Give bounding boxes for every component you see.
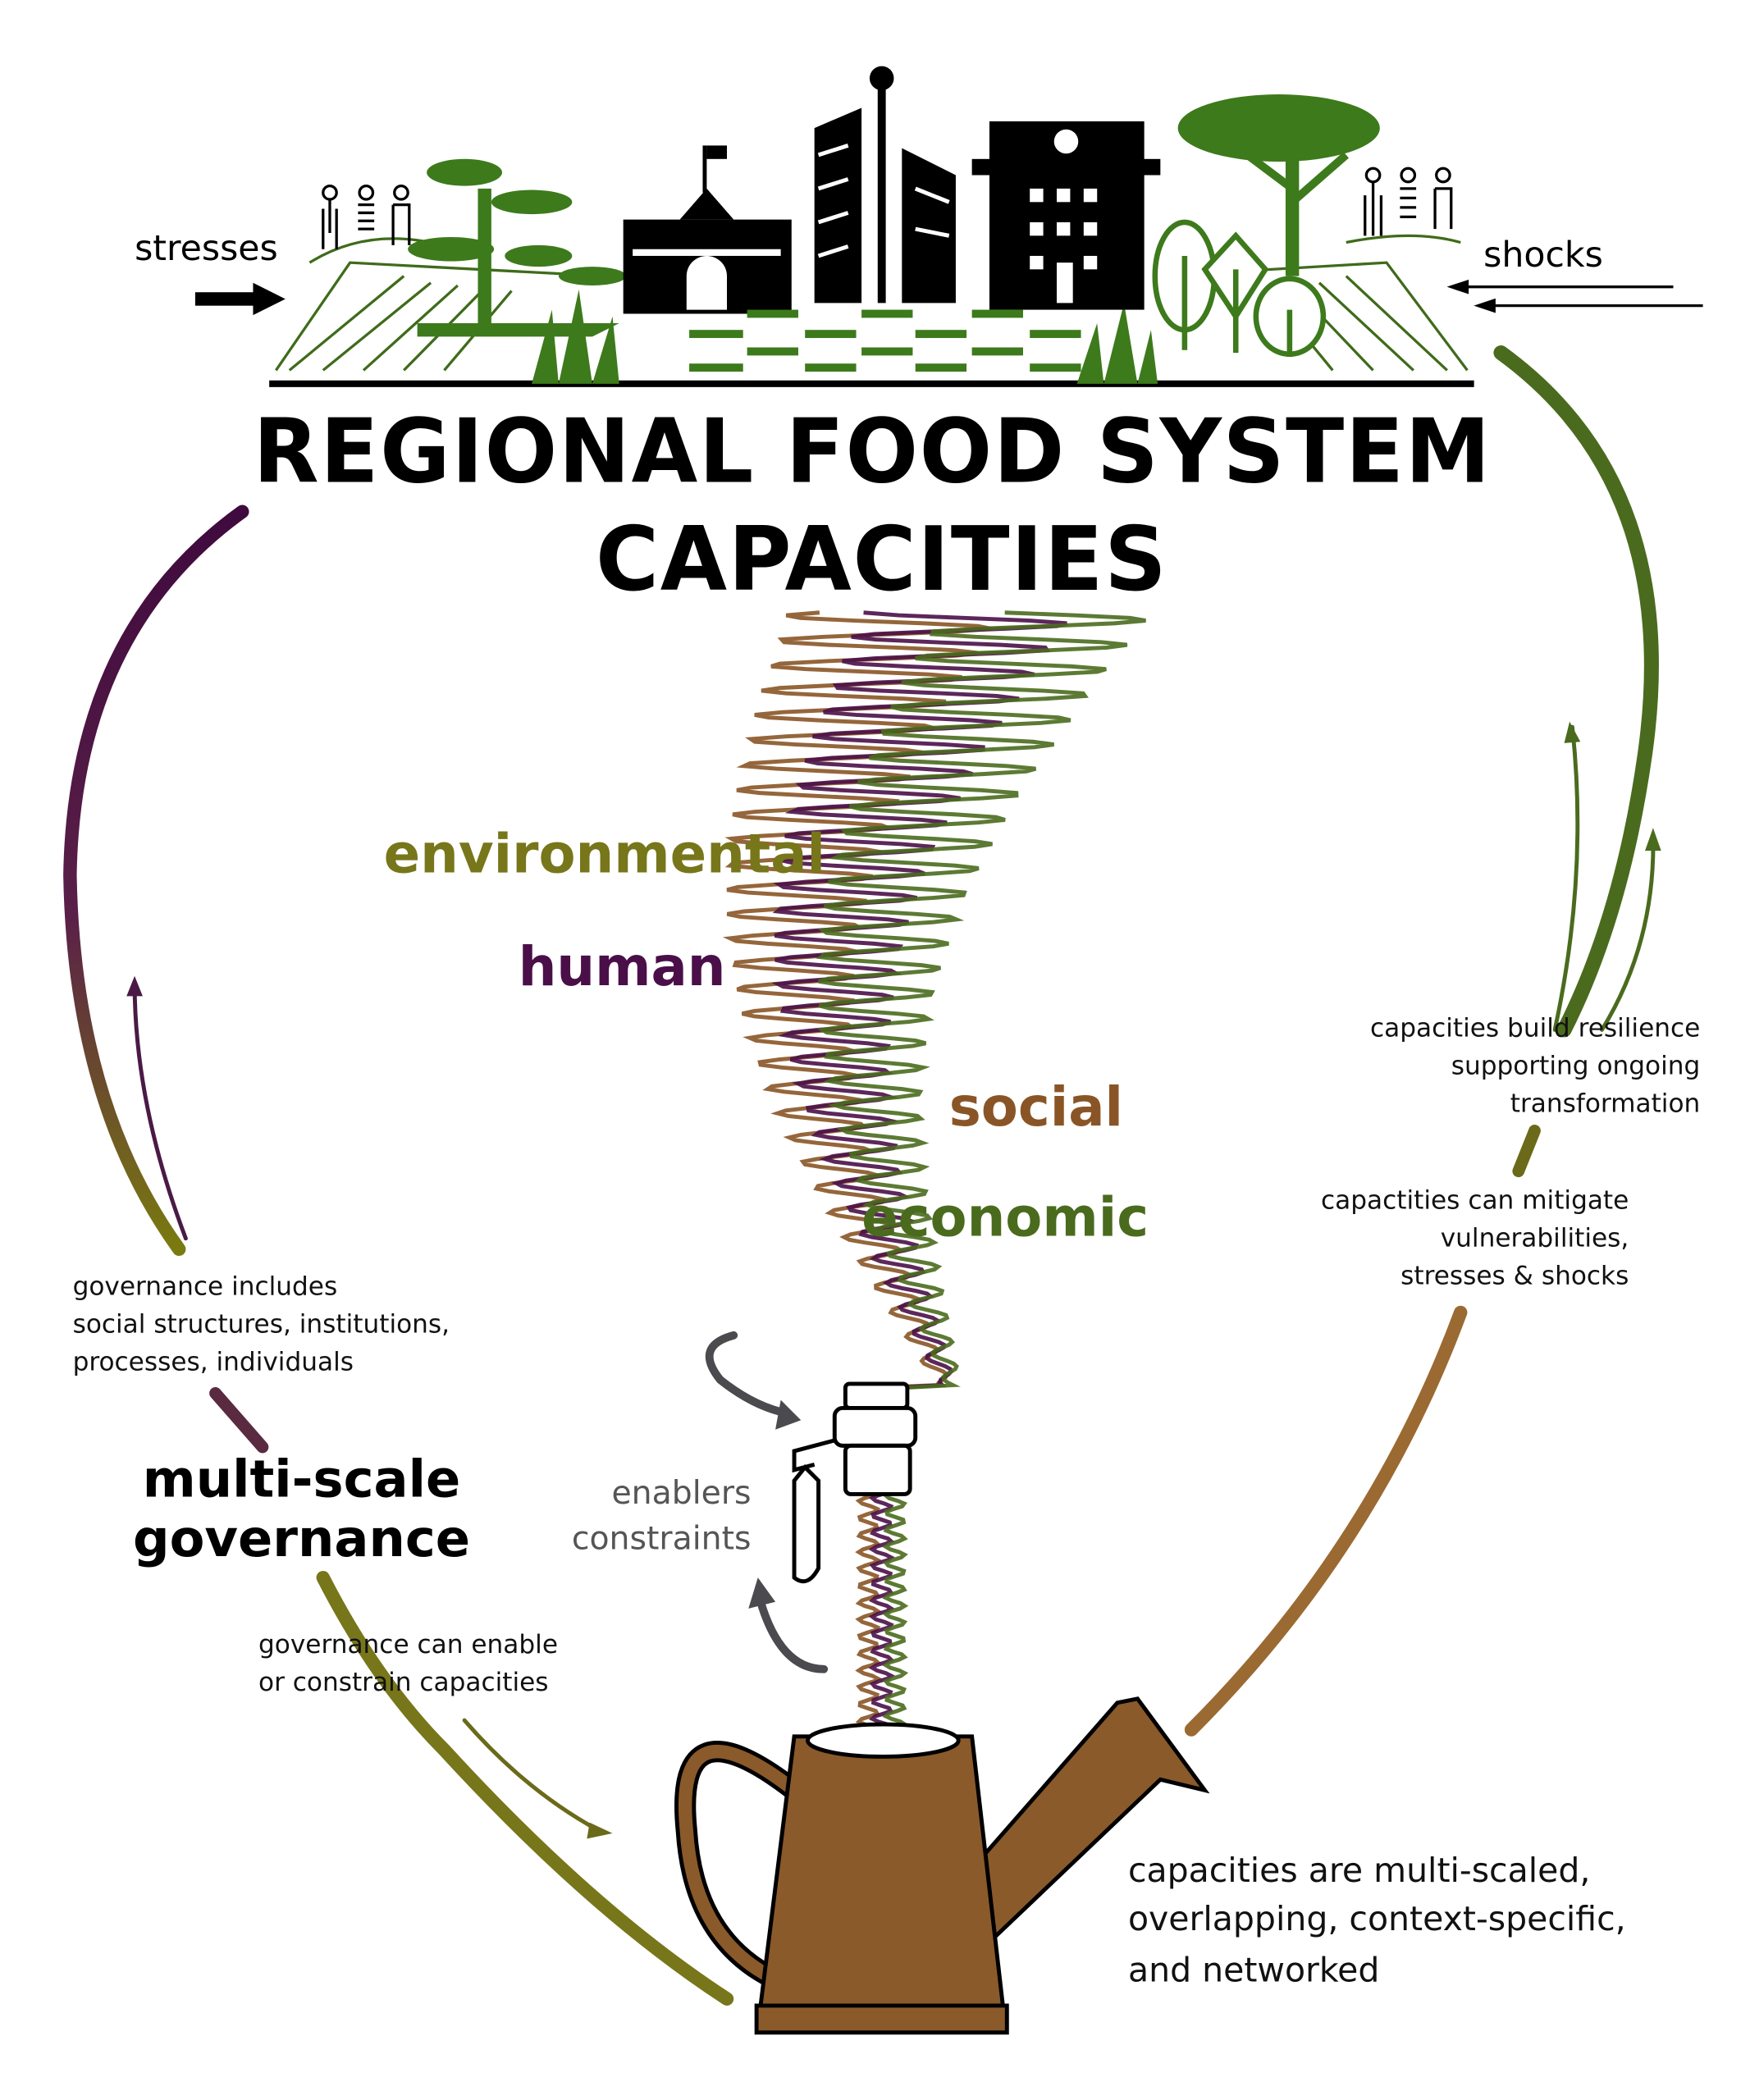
governance-enable-note: governance can enable or constrain capac…	[258, 1630, 558, 1697]
resilience-arc	[1184, 345, 1661, 1737]
mitigate-note: capactities can mitigate vulnerabilities…	[1321, 1186, 1629, 1291]
tornado-strand-human	[771, 610, 1067, 1751]
note-line: governance can enable	[258, 1630, 558, 1659]
grass-icon	[532, 289, 1158, 384]
crop-rows-icon	[689, 309, 1081, 372]
governance-arc	[63, 504, 734, 2006]
capacities-tornado	[722, 610, 1146, 1751]
note-line: or constrain capacities	[258, 1668, 549, 1697]
people-right-icon	[1364, 167, 1453, 236]
shocks-arrows-icon	[1446, 279, 1703, 313]
note-line: capactities can mitigate	[1321, 1186, 1629, 1216]
governance-title-line: governance	[133, 1509, 470, 1568]
note-line: governance includes	[73, 1272, 338, 1302]
governance-title: multi-scale governance	[133, 1449, 470, 1568]
note-line: processes, individuals	[73, 1348, 354, 1377]
shocks-label: shocks	[1483, 235, 1603, 276]
note-line: supporting ongoing	[1451, 1052, 1701, 1081]
deciduous-trees-icon	[1152, 219, 1327, 358]
label-human: human	[519, 936, 726, 998]
label-environmental: environmental	[384, 823, 825, 885]
title-line1: REGIONAL FOOD SYSTEM	[253, 399, 1492, 504]
note-line: capacities are multi-scaled,	[1128, 1851, 1590, 1890]
note-line: transformation	[1510, 1089, 1701, 1118]
tree-left-icon	[408, 158, 626, 337]
multi-scaled-note: capacities are multi-scaled, overlapping…	[1128, 1851, 1626, 1989]
note-line: social structures, institutions,	[73, 1310, 450, 1340]
valve-icon	[792, 1381, 918, 1584]
enablers-constraints-label: enablers constraints	[572, 1474, 752, 1558]
office-building-icon	[971, 121, 1161, 310]
skyscraper-icon	[814, 66, 956, 304]
acacia-tree-icon	[1177, 94, 1380, 276]
governance-title-line: multi-scale	[143, 1449, 460, 1509]
note-line: capacities build resilience	[1370, 1014, 1700, 1043]
note-line: stresses & shocks	[1400, 1261, 1629, 1290]
governance-includes-note: governance includes social structures, i…	[73, 1272, 450, 1377]
stresses-label: stresses	[135, 228, 278, 269]
label-economic: economic	[861, 1186, 1149, 1249]
note-line: overlapping, context-specific,	[1128, 1899, 1626, 1938]
government-building-icon	[623, 145, 792, 314]
note-line: and networked	[1128, 1950, 1379, 1989]
watering-can-icon	[674, 1696, 1210, 2035]
label-social: social	[949, 1076, 1123, 1139]
skyline-illustration	[269, 66, 1474, 387]
constraints-label: constraints	[572, 1520, 752, 1558]
resilience-note: capacities build resilience supporting o…	[1370, 1014, 1700, 1119]
people-left-icon	[322, 184, 411, 249]
tornado-strand-economic	[816, 610, 1146, 1751]
enablers-label: enablers	[611, 1474, 751, 1512]
title-line2: CAPACITIES	[596, 507, 1167, 611]
stresses-arrow-icon	[194, 282, 286, 316]
note-line: vulnerabilities,	[1441, 1224, 1629, 1253]
cycle-arrows-icon	[705, 1331, 829, 1673]
